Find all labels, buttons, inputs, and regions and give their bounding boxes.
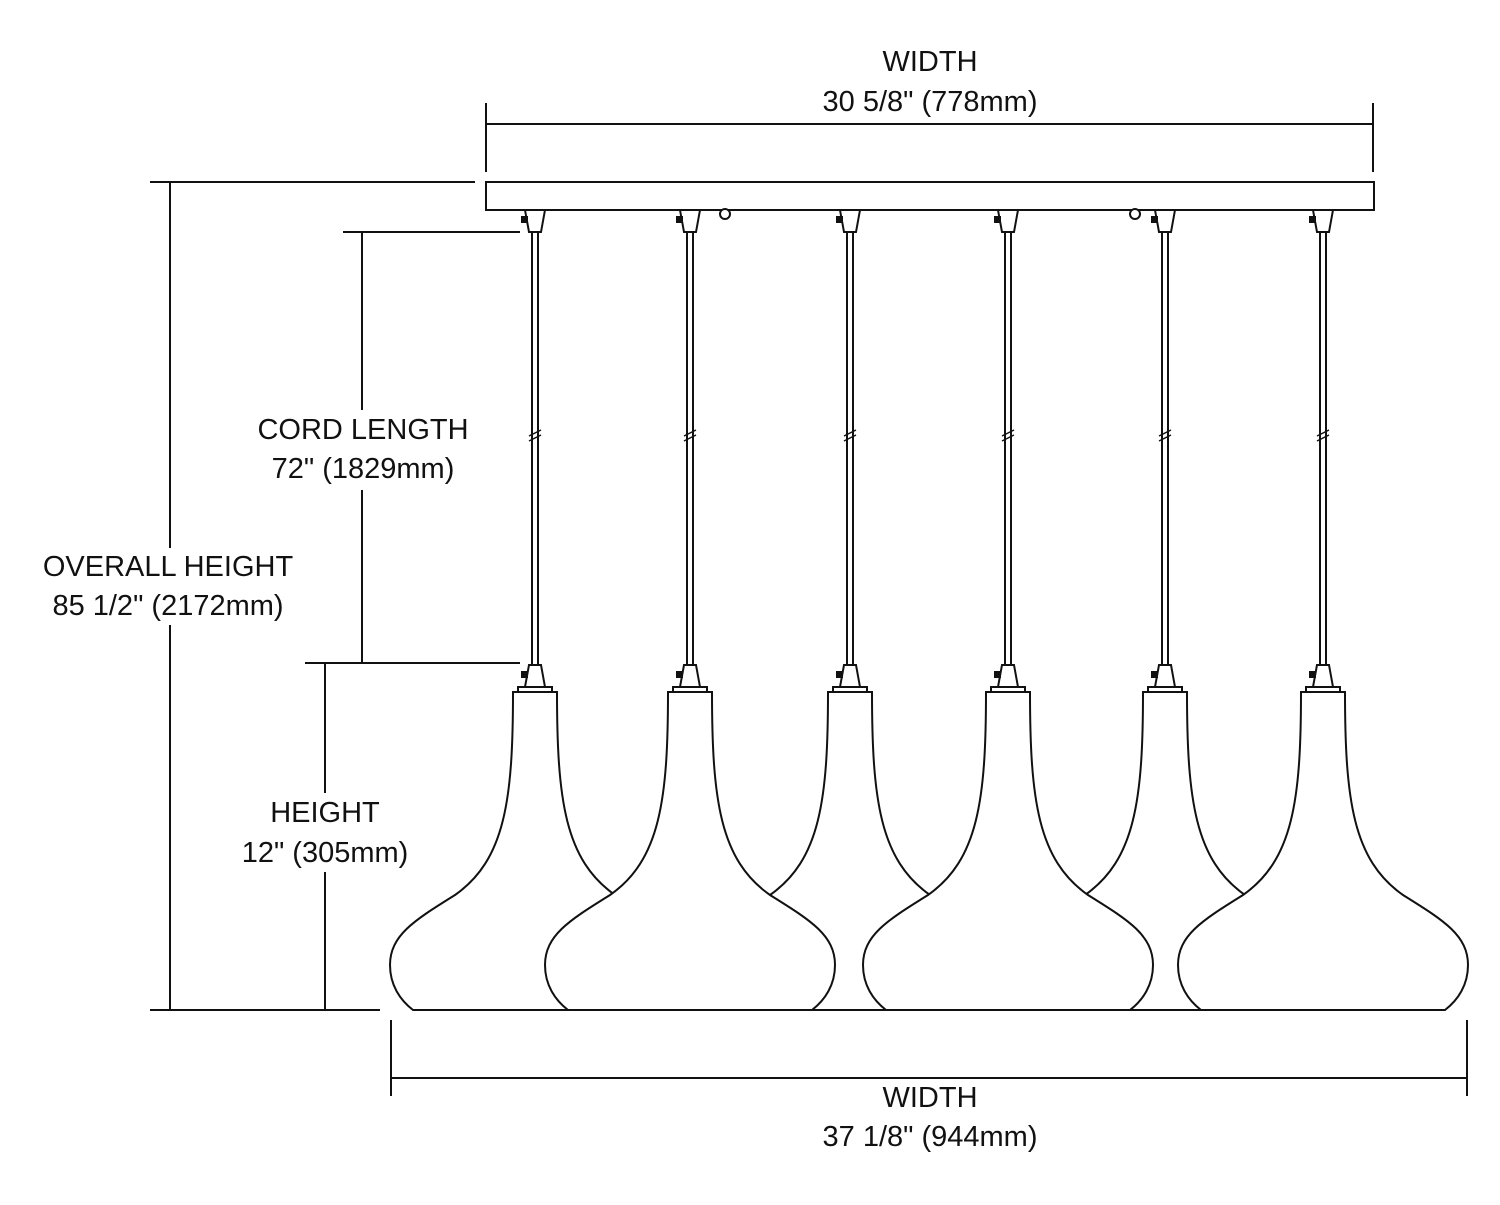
set-screw: [1151, 671, 1158, 678]
height-label: HEIGHT: [270, 797, 380, 829]
cord-break-mark: [843, 429, 857, 442]
pendant: [1176, 209, 1470, 1011]
cord-break-mark: [528, 429, 542, 442]
top-width-label: WIDTH: [882, 46, 978, 78]
set-screw: [994, 216, 1001, 223]
set-screw: [994, 671, 1001, 678]
cord-break-mark: [683, 429, 697, 442]
top-socket: [1311, 209, 1335, 233]
overall-height-value: 85 1/2" (2172mm): [52, 590, 284, 622]
cord-break-mark: [1316, 429, 1330, 442]
cord-break-mark: [1158, 429, 1172, 442]
pendant-shade: [861, 691, 1155, 1011]
set-screw: [836, 216, 843, 223]
cord-length-value: 72" (1829mm): [271, 453, 455, 485]
top-socket: [523, 209, 547, 233]
top-socket: [678, 209, 702, 233]
pendant-shade: [543, 691, 837, 1011]
pendant: [543, 209, 837, 1011]
top-socket: [1153, 209, 1177, 233]
canopy: [485, 181, 1375, 211]
pendant: [861, 209, 1155, 1011]
pendant-shade: [1176, 691, 1470, 1011]
set-screw: [1309, 671, 1316, 678]
top-width-value: 30 5/8" (778mm): [822, 86, 1038, 118]
height-value: 12" (305mm): [241, 837, 409, 869]
canopy-screw: [719, 208, 731, 220]
set-screw: [676, 216, 683, 223]
set-screw: [676, 671, 683, 678]
fixture: [388, 181, 1470, 1011]
set-screw: [836, 671, 843, 678]
cord-break-mark: [1001, 429, 1015, 442]
cord-length-label: CORD LENGTH: [257, 414, 469, 446]
set-screw: [1151, 216, 1158, 223]
bottom-width-label: WIDTH: [882, 1082, 978, 1114]
canopy-screw: [1129, 208, 1141, 220]
top-socket: [996, 209, 1020, 233]
dimension-lines: [150, 103, 1468, 1096]
set-screw: [521, 671, 528, 678]
overall-height-label: OVERALL HEIGHT: [42, 551, 294, 583]
set-screw: [1309, 216, 1316, 223]
set-screw: [521, 216, 528, 223]
top-socket: [838, 209, 862, 233]
bottom-width-value: 37 1/8" (944mm): [822, 1121, 1038, 1153]
